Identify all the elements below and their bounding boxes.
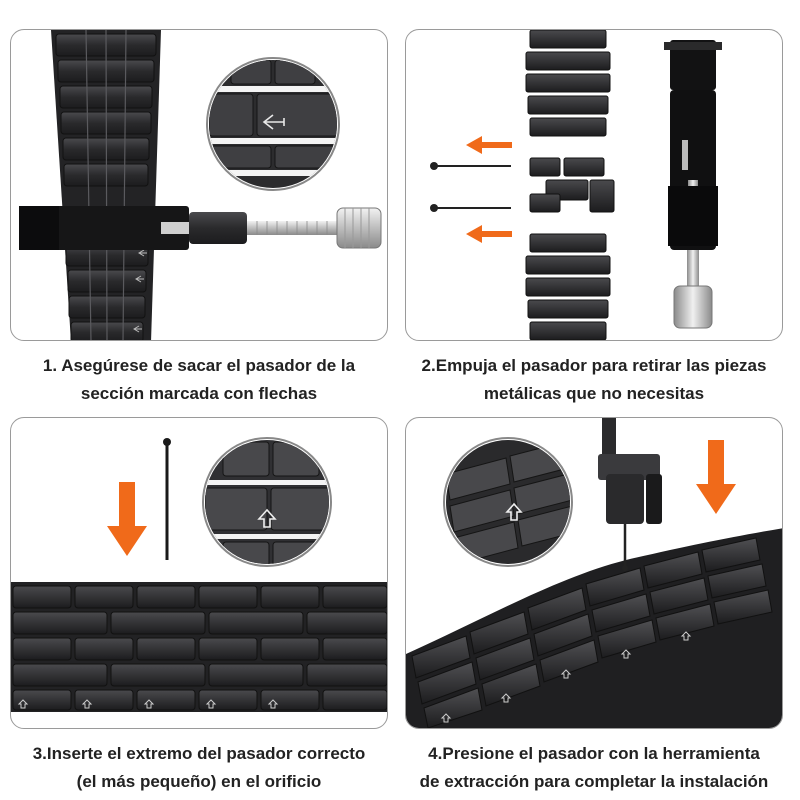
step-2-caption: 2.Empuja el pasador para retirar las pie… [394, 352, 794, 408]
arrow-marker-icon [505, 502, 523, 521]
watch-band [51, 30, 161, 340]
step-1-illustration [19, 30, 382, 340]
pin-remover-tool-icon [664, 40, 722, 329]
step-4-panel [405, 417, 783, 729]
arrow-marker-icon [440, 631, 692, 723]
step-4-illustration [406, 418, 782, 728]
step-3-panel [10, 417, 388, 729]
pin-icon [163, 438, 171, 560]
step-1-caption-line-2: sección marcada con flechas [80, 384, 318, 403]
pin-remover-tool-icon [19, 206, 382, 250]
band-upper-section [525, 30, 611, 137]
watch-band [11, 582, 387, 712]
step-3-caption-line-2: (el más pequeño) en el orificio [76, 772, 322, 791]
zoom-detail [443, 437, 573, 567]
step-1-caption-line-1: 1. Asegúrese de sacar el pasador de la [42, 356, 356, 375]
pin-icon [430, 162, 511, 212]
step-2-panel [405, 29, 783, 341]
band-lower-section [525, 233, 611, 340]
arrow-marker-icon [262, 114, 285, 130]
pin-remover-tool-icon [598, 418, 662, 571]
step-3-illustration [11, 437, 387, 712]
step-4-caption-line-1: 4.Presione el pasador con la herramienta [428, 744, 760, 763]
zoom-detail [206, 57, 340, 191]
watch-band [406, 528, 782, 728]
arrow-marker-icon [17, 699, 279, 709]
arrow-marker-icon [257, 508, 277, 528]
step-4-caption-line-2: de extracción para completar la instalac… [419, 772, 769, 791]
step-4-caption: 4.Presione el pasador con la herramienta… [394, 740, 794, 796]
step-2-caption-line-1: 2.Empuja el pasador para retirar las pie… [421, 356, 767, 375]
step-1-caption: 1. Asegúrese de sacar el pasador de la s… [0, 352, 399, 408]
step-2-illustration [430, 30, 722, 340]
band-removed-links [529, 157, 615, 213]
step-3-caption: 3.Inserte el extremo del pasador correct… [0, 740, 399, 796]
arrow-icon [466, 136, 512, 243]
zoom-detail [202, 437, 332, 567]
arrow-icon [107, 482, 147, 556]
arrow-icon [696, 440, 736, 514]
arrow-marker-icon [133, 249, 147, 333]
step-3-caption-line-1: 3.Inserte el extremo del pasador correct… [32, 744, 366, 763]
step-2-caption-line-2: metálicas que no necesitas [483, 384, 705, 403]
step-1-panel [10, 29, 388, 341]
